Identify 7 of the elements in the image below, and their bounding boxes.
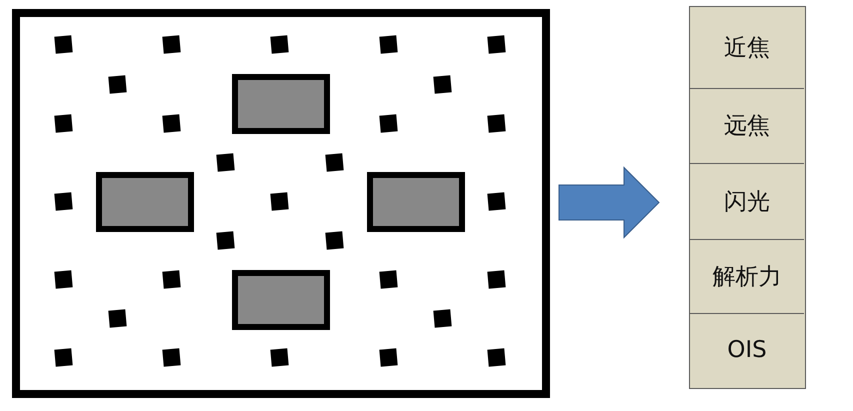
test-patch bbox=[96, 172, 194, 232]
chart-frame bbox=[12, 9, 550, 398]
block-arrow bbox=[558, 166, 660, 239]
test-patch bbox=[232, 270, 330, 330]
test-patch bbox=[232, 74, 330, 134]
test-list-panel bbox=[689, 6, 806, 389]
test-patch bbox=[366, 172, 464, 232]
